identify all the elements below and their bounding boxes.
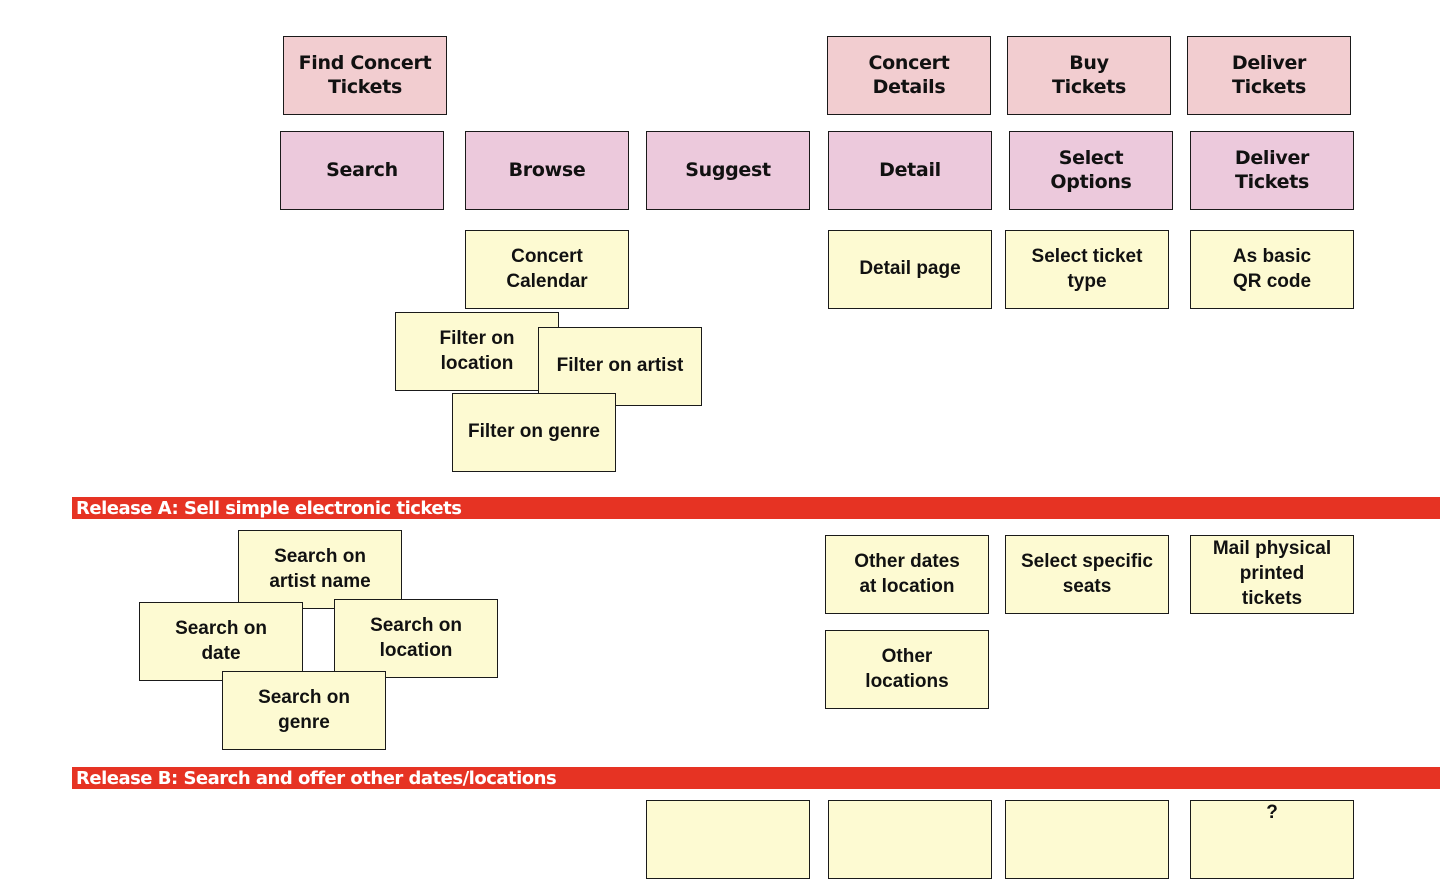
activity-buy-tickets[interactable]: Buy Tickets	[1007, 36, 1171, 115]
task-deliver-tickets[interactable]: Deliver Tickets	[1190, 131, 1354, 210]
task-search[interactable]: Search	[280, 131, 444, 210]
story-filter-on-genre[interactable]: Filter on genre	[452, 393, 616, 472]
task-browse[interactable]: Browse	[465, 131, 629, 210]
task-detail[interactable]: Detail	[828, 131, 992, 210]
story-release-c-3[interactable]	[1005, 800, 1169, 879]
task-suggest[interactable]: Suggest	[646, 131, 810, 210]
story-filter-on-location[interactable]: Filter on location	[395, 312, 559, 391]
story-detail-page[interactable]: Detail page	[828, 230, 992, 309]
story-mail-physical-tickets[interactable]: Mail physical printed tickets	[1190, 535, 1354, 614]
story-release-c-1[interactable]	[646, 800, 810, 879]
task-select-options[interactable]: Select Options	[1009, 131, 1173, 210]
activity-deliver-tickets[interactable]: Deliver Tickets	[1187, 36, 1351, 115]
story-select-specific-seats[interactable]: Select specific seats	[1005, 535, 1169, 614]
release-a-band: Release A: Sell simple electronic ticket…	[72, 497, 1440, 519]
release-b-label: Release B: Search and offer other dates/…	[76, 767, 557, 789]
story-search-date[interactable]: Search on date	[139, 602, 303, 681]
story-release-c-2[interactable]	[828, 800, 992, 879]
story-search-artist-name[interactable]: Search on artist name	[238, 530, 402, 609]
story-other-locations[interactable]: Other locations	[825, 630, 989, 709]
story-search-location[interactable]: Search on location	[334, 599, 498, 678]
story-select-ticket-type[interactable]: Select ticket type	[1005, 230, 1169, 309]
activity-find-concert-tickets[interactable]: Find Concert Tickets	[283, 36, 447, 115]
story-search-genre[interactable]: Search on genre	[222, 671, 386, 750]
story-filter-on-artist[interactable]: Filter on artist	[538, 327, 702, 406]
story-other-dates-at-location[interactable]: Other dates at location	[825, 535, 989, 614]
release-a-label: Release A: Sell simple electronic ticket…	[76, 497, 462, 519]
story-concert-calendar[interactable]: Concert Calendar	[465, 230, 629, 309]
story-release-c-4[interactable]: ?	[1190, 800, 1354, 879]
release-b-band: Release B: Search and offer other dates/…	[72, 767, 1440, 789]
activity-concert-details[interactable]: Concert Details	[827, 36, 991, 115]
story-qr-code[interactable]: As basic QR code	[1190, 230, 1354, 309]
